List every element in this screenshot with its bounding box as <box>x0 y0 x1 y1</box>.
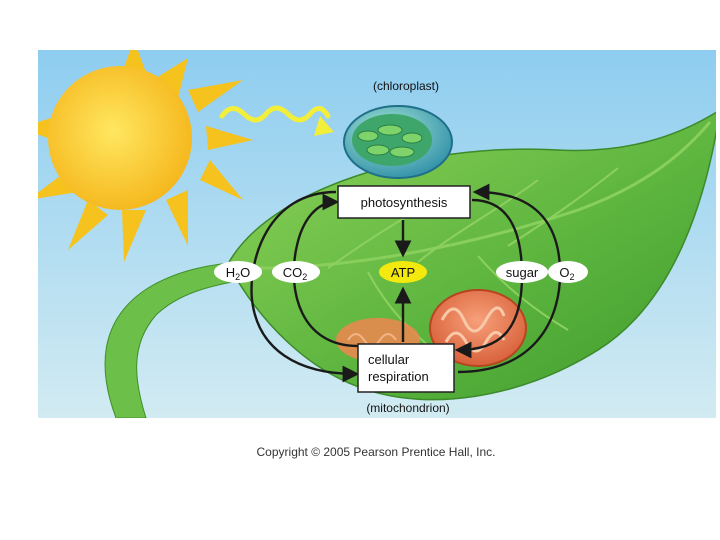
chloroplast-caption: (chloroplast) <box>373 79 439 93</box>
respiration-box: cellular respiration <box>357 343 455 393</box>
atp-badge: ATP <box>379 261 427 283</box>
photosynthesis-box: photosynthesis <box>337 185 471 219</box>
respiration-label-line2: respiration <box>368 369 429 384</box>
atp-label: ATP <box>391 265 415 280</box>
sugar-label: sugar <box>506 265 539 280</box>
o2-label: O2 <box>559 265 574 282</box>
light-wave-icon <box>219 105 331 123</box>
arrow-outer-left <box>250 190 360 383</box>
copyright-text: Copyright © 2005 Pearson Prentice Hall, … <box>256 445 496 459</box>
sun-icon <box>38 50 253 262</box>
co2-badge: CO2 <box>272 261 320 283</box>
light-wave-arrowhead <box>314 116 334 136</box>
photosynthesis-label: photosynthesis <box>361 195 448 210</box>
respiration-label-line1: cellular <box>368 352 410 367</box>
chloroplast-icon <box>343 105 453 179</box>
h2o-label: H2O <box>226 265 251 282</box>
o2-badge: O2 <box>548 261 588 283</box>
photosynthesis-respiration-diagram: photosynthesis cellular respiration ATP … <box>38 50 716 418</box>
h2o-badge: H2O <box>214 261 262 283</box>
co2-label: CO2 <box>283 265 308 282</box>
sugar-badge: sugar <box>496 261 548 283</box>
mitochondrion-caption: (mitochondrion) <box>366 401 449 415</box>
arrow-inner-left <box>292 193 359 348</box>
